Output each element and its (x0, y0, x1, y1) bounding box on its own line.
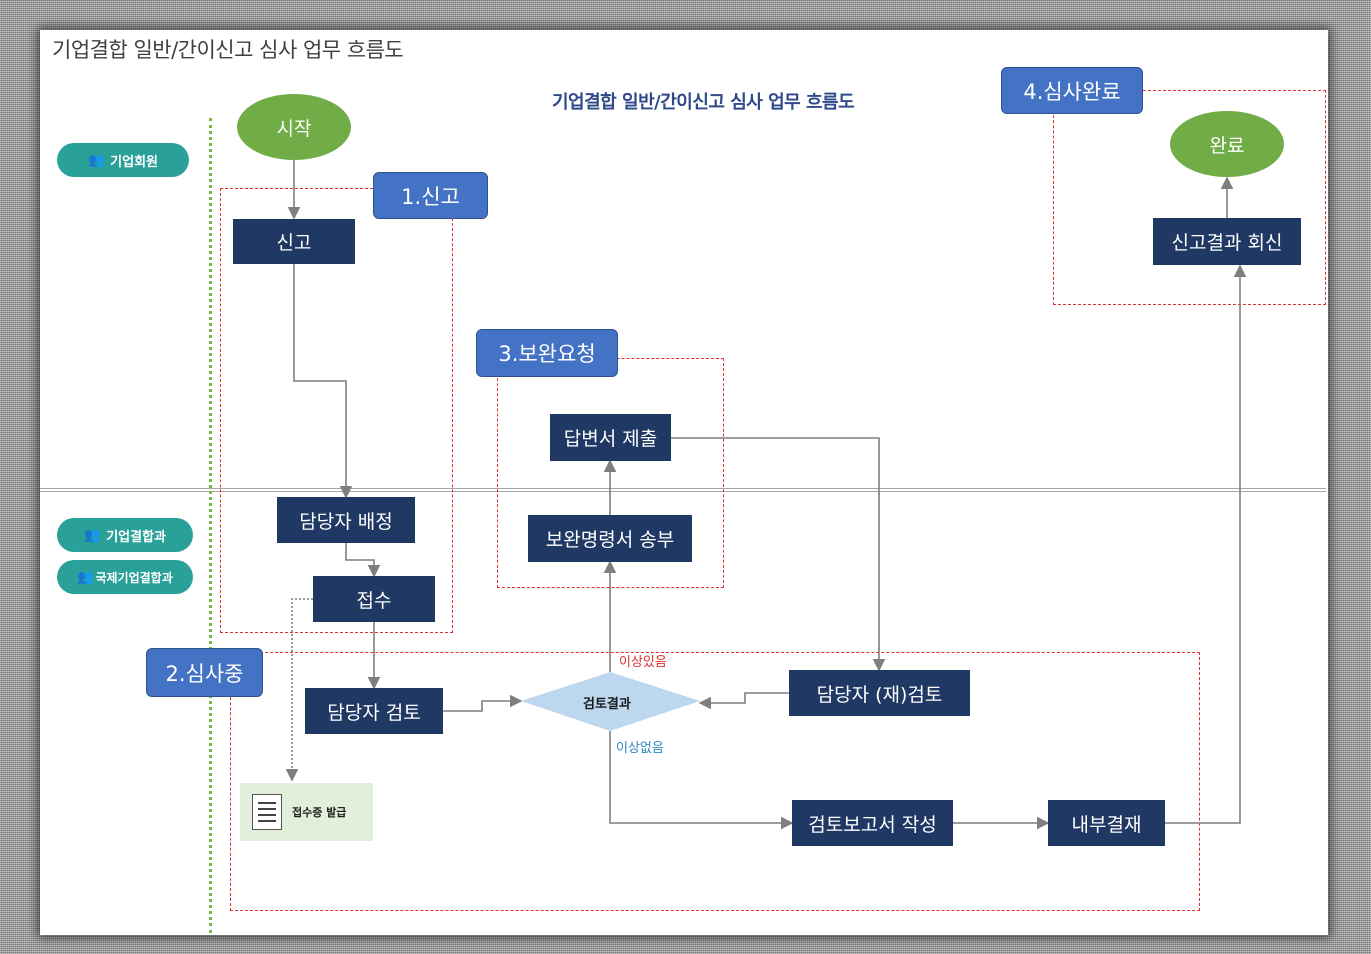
receipt-issue-box: 접수증 발급 (240, 783, 373, 841)
edge-receive-to-receipt (285, 598, 313, 782)
users-icon: 👥 (87, 152, 105, 168)
stage-label-review: 2.심사중 (146, 648, 263, 697)
users-icon: 👥 (84, 527, 101, 543)
role-badge-division: 👥 기업결합과 (57, 518, 193, 552)
lane-vertical-separator (209, 118, 212, 933)
stage-region-report (220, 188, 453, 633)
condition-no-issue-label: 이상없음 (616, 741, 664, 756)
process-receive: 접수 (313, 576, 435, 622)
end-terminal: 완료 (1170, 111, 1284, 177)
process-approval: 내부결재 (1048, 800, 1165, 846)
process-answer: 답변서 제출 (550, 414, 671, 461)
diagram-title: 기업결합 일반/간이신고 심사 업무 흐름도 (552, 92, 855, 113)
users-icon: 👥 (77, 569, 94, 585)
process-reply: 신고결과 회신 (1153, 218, 1301, 265)
decision-label: 검토결과 (583, 697, 631, 712)
process-supplement-order: 보완명령서 송부 (528, 515, 692, 562)
stage-region-complete (1053, 90, 1326, 305)
lane-divider-2 (40, 491, 1326, 492)
process-rereview: 담당자 (재)검토 (789, 670, 970, 716)
process-assign: 담당자 배정 (277, 497, 415, 543)
lane-divider (40, 488, 1326, 489)
edge-rereview-to-decision (698, 692, 789, 710)
edge-review-to-decision (443, 694, 523, 712)
decision-diamond (521, 672, 700, 731)
edge-approval-to-reply (1165, 264, 1247, 824)
receipt-issue-label: 접수증 발급 (292, 806, 347, 819)
stage-label-complete: 4.심사완료 (1001, 67, 1143, 114)
page-title: 기업결합 일반/간이신고 심사 업무 흐름도 (52, 38, 404, 62)
edge-assign-to-receive (345, 543, 381, 578)
role-badge-member: 👥 기업회원 (57, 143, 189, 177)
edge-decision-noissue-to-write (609, 731, 794, 830)
edge-answer-to-rereview (671, 437, 886, 672)
process-write-report: 검토보고서 작성 (792, 800, 953, 846)
document-icon (252, 794, 282, 830)
stage-label-report: 1.신고 (373, 172, 488, 219)
condition-issue-label: 이상있음 (619, 655, 667, 670)
process-review: 담당자 검토 (305, 688, 443, 734)
role-badge-intl-division: 👥 국제기업결합과 (57, 560, 193, 594)
process-report: 신고 (233, 219, 355, 264)
edge-report-to-assign (293, 264, 353, 499)
stage-label-supplement: 3.보완요청 (476, 329, 618, 377)
start-terminal: 시작 (237, 94, 351, 160)
stage-region-review (230, 652, 1200, 911)
